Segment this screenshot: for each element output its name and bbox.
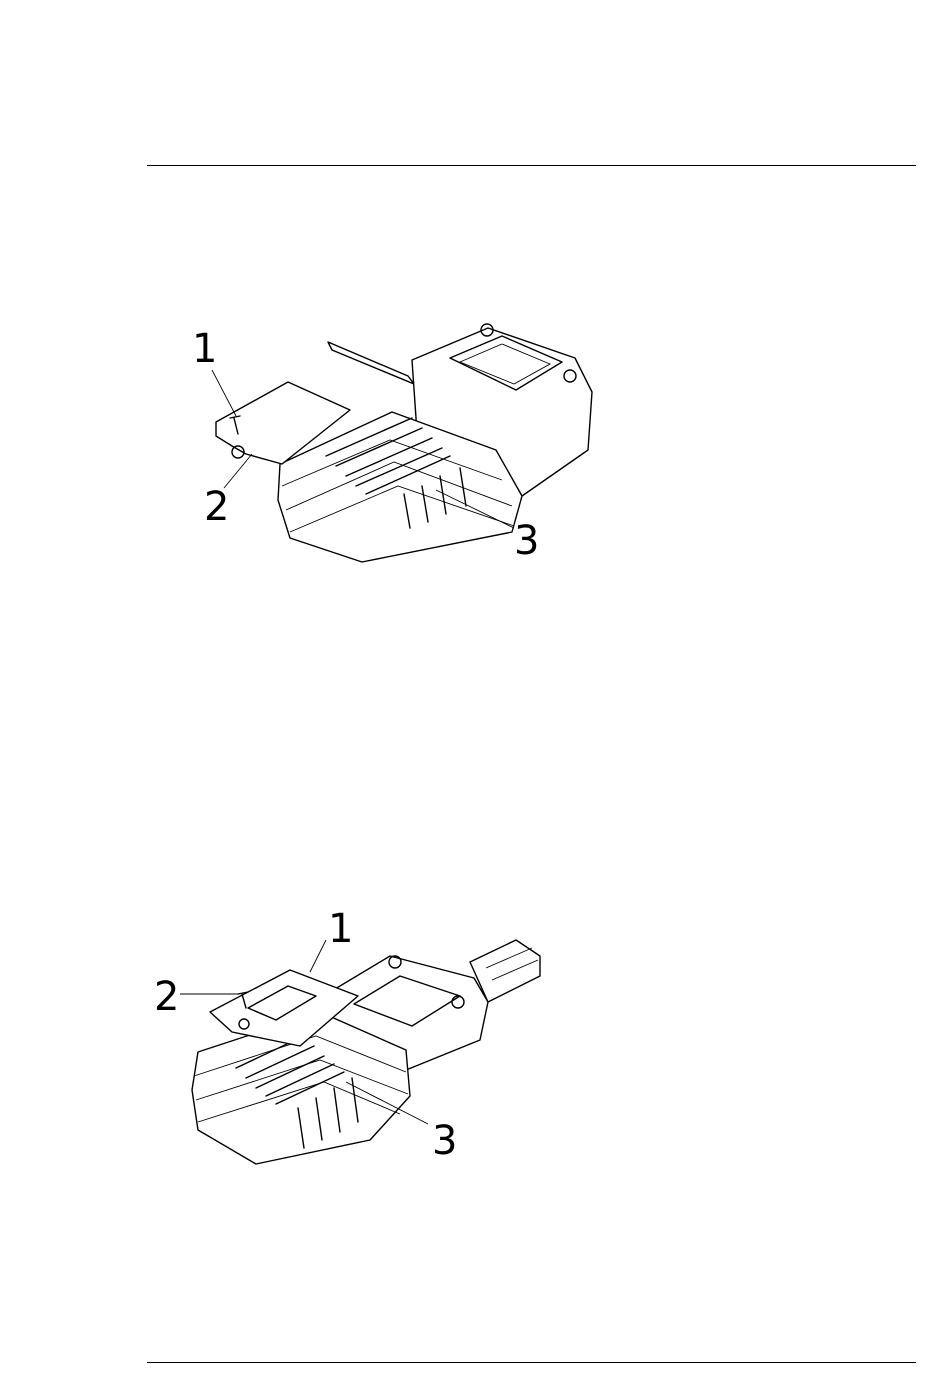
battery-compartment-figure-2: 1 2 3 — [140, 900, 580, 1190]
callout-2: 2 — [154, 974, 179, 1020]
battery-compartment-figure-1: 1 2 3 — [150, 300, 630, 580]
callout-1: 1 — [192, 326, 217, 372]
callout-3: 3 — [514, 518, 539, 564]
device-illustration-1: 1 2 3 — [150, 300, 630, 580]
callout-2: 2 — [204, 484, 229, 530]
header-rule — [147, 165, 916, 166]
callout-1: 1 — [328, 906, 353, 952]
device-illustration-2: 1 2 3 — [140, 900, 580, 1190]
callout-3: 3 — [432, 1118, 457, 1164]
footer-rule — [147, 1362, 916, 1363]
